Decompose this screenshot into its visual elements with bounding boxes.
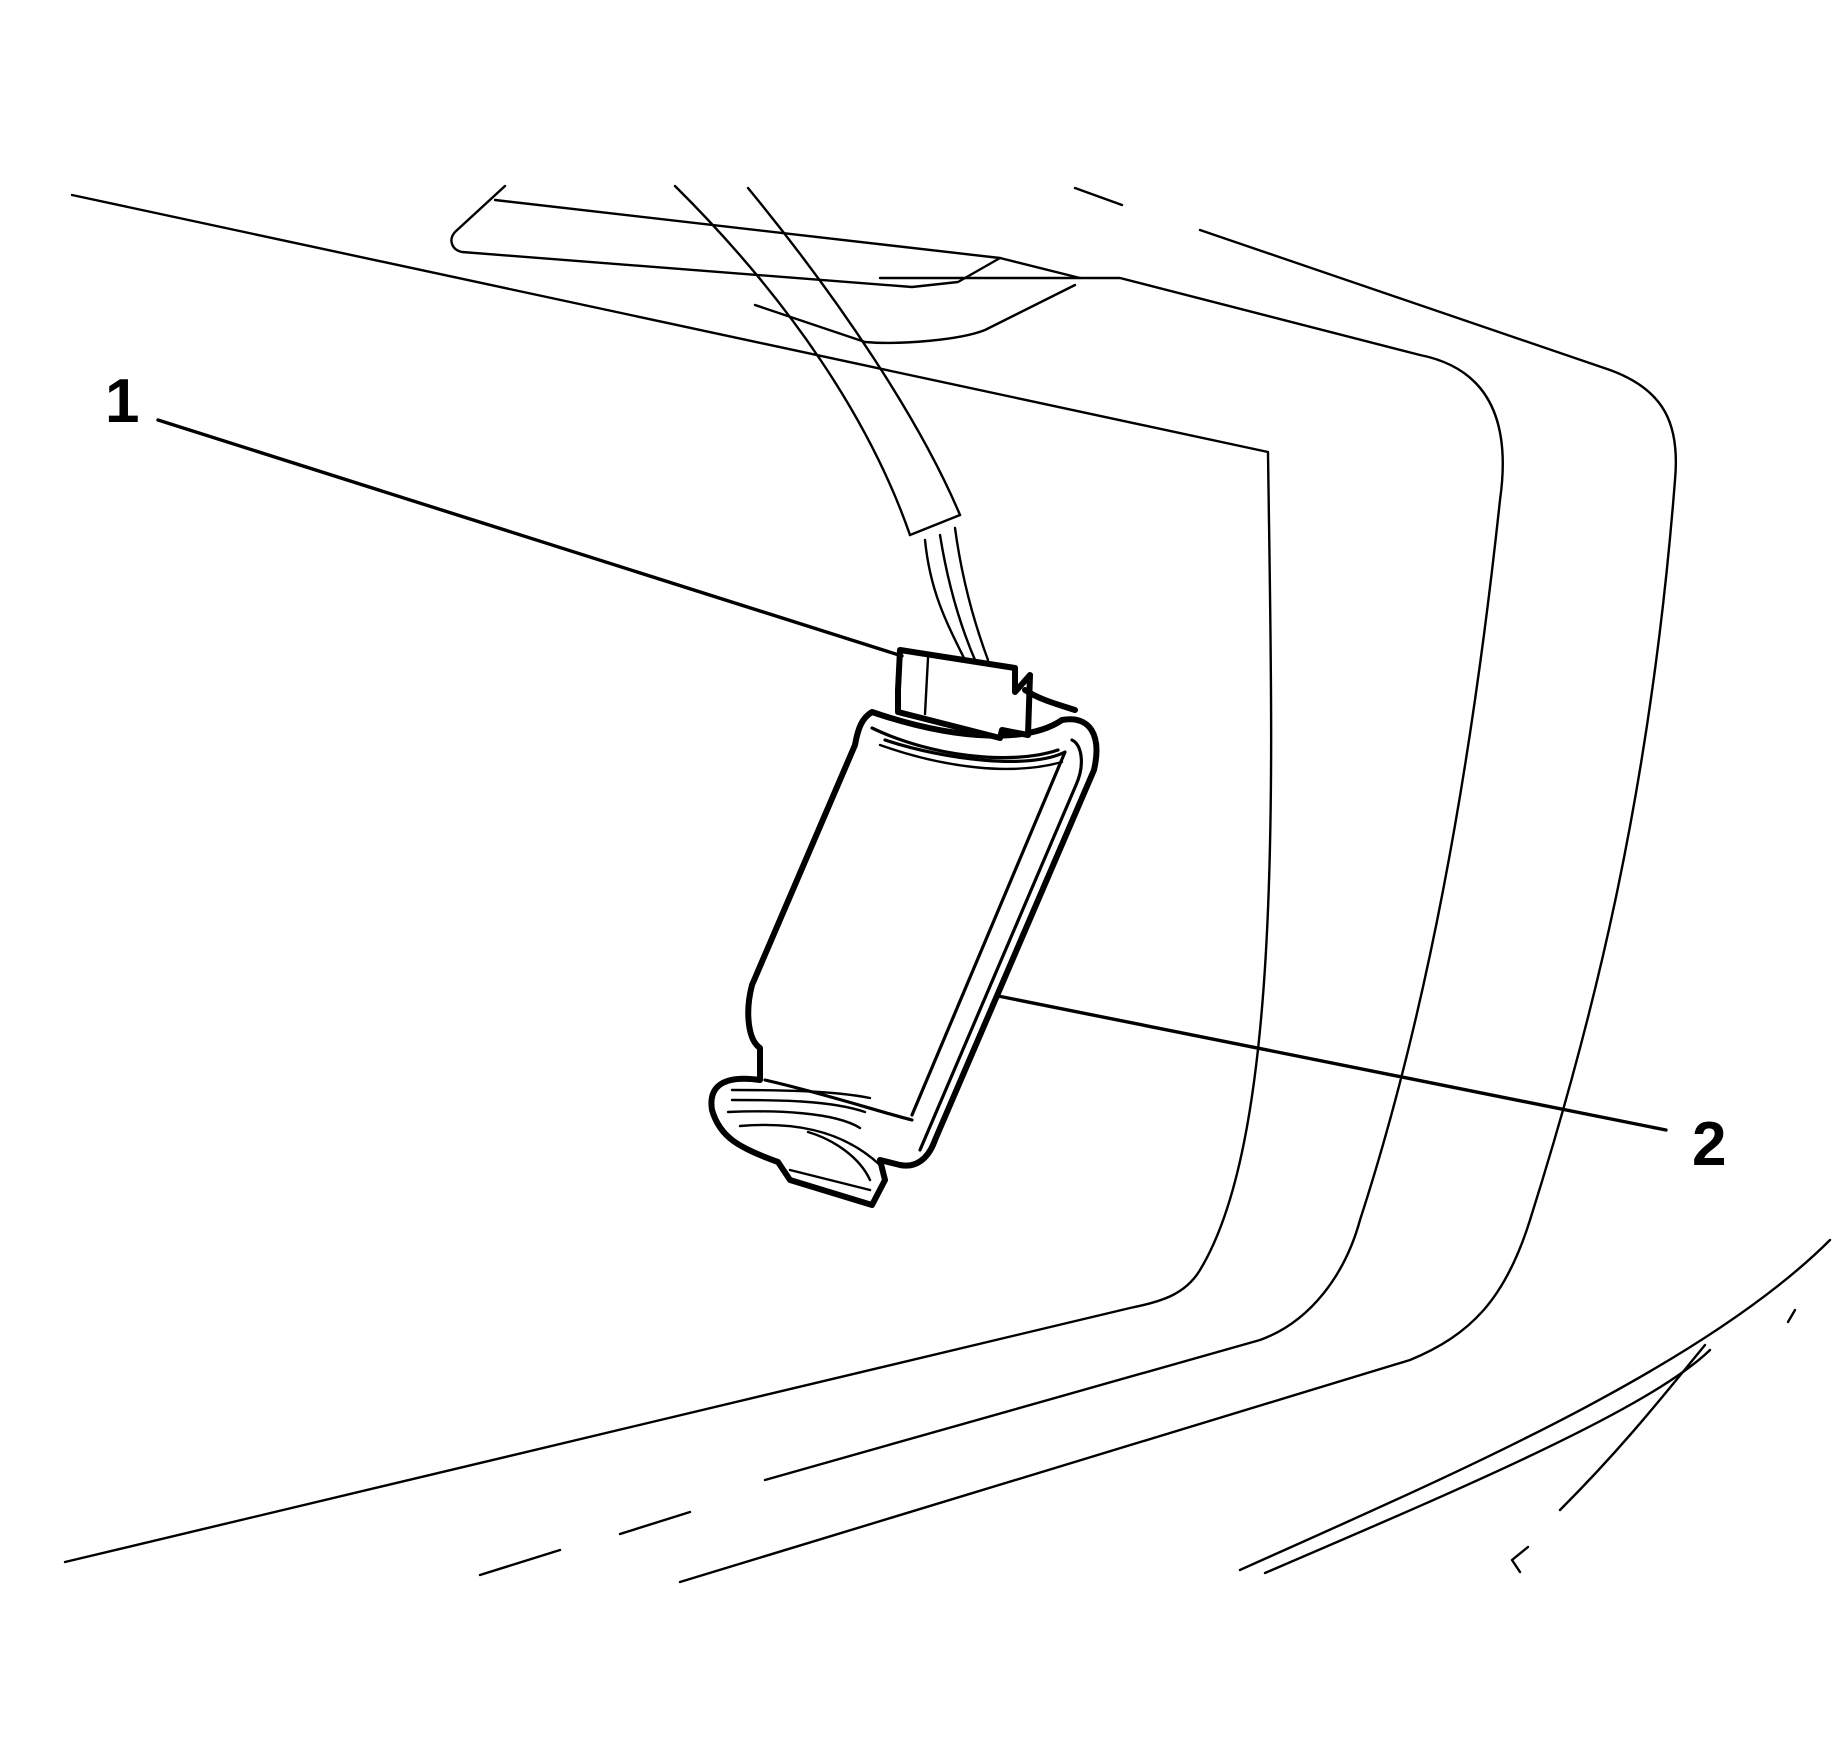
panel-outline-inner [63,193,1273,1564]
mounting-clip-line-2 [730,1098,867,1114]
trim-edge-return [753,283,1077,345]
panel-dash-2 [478,1548,562,1577]
panel-outline-middle [763,276,1504,1482]
fender-tick [1510,1545,1530,1574]
fender-sweep [1558,1343,1707,1512]
sensor-module-face-edge [883,738,1067,1117]
panel-dash-1 [618,1510,692,1536]
callout-2-label: 2 [1692,1110,1726,1179]
callout-1-leader [156,418,904,658]
harness-strand-right [746,186,962,517]
mounting-clip-tab [763,1078,914,1122]
trim-edge-upper [450,184,1002,289]
sensor-module-housing [708,709,1100,1208]
connector-latch [1022,687,1078,713]
mounting-clip-line-4 [738,1123,882,1167]
callout-2-leader [996,994,1668,1132]
sensor-module-rim [918,738,1083,1152]
wire-3 [953,526,990,662]
callout-1-label: 1 [105,367,139,436]
connector-seam [923,656,930,716]
wire-1 [923,538,967,662]
electrical-connector [895,647,1033,741]
panel-dash-top [1073,186,1124,207]
sensor-module-top-band-line [878,743,1064,771]
harness-strand-left [673,184,912,537]
sensor-module-top-band [870,726,1060,760]
trim-edge-lower [493,198,1082,280]
mounting-clip-line-5 [806,1130,872,1182]
wire-2 [938,533,977,662]
mounting-clip-line-3 [726,1110,862,1130]
mounting-clip-line-6 [788,1168,872,1192]
mounting-clip-line-1 [730,1088,872,1100]
panel-outline-outer [678,228,1678,1584]
fender-dash [1786,1308,1797,1324]
harness-sleeve-end [908,513,962,537]
fender-arc-inner [1263,1348,1712,1575]
fender-arc-outer [1238,1238,1832,1572]
